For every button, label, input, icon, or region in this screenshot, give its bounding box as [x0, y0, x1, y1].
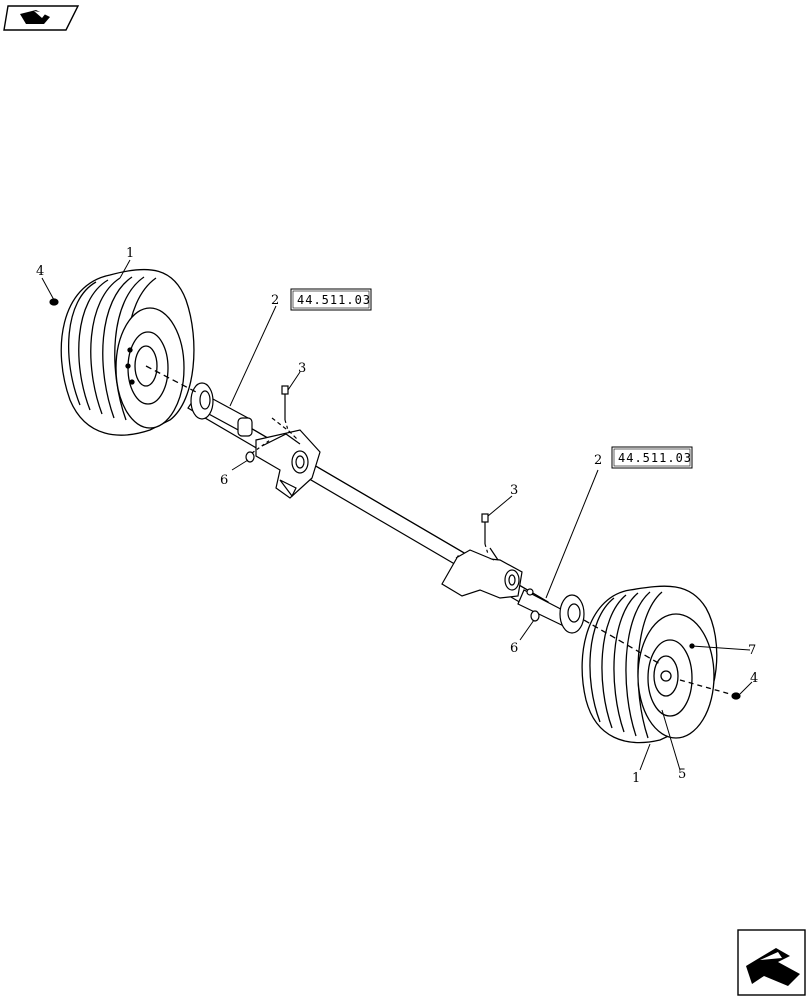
left-bolt	[281, 385, 289, 431]
callout-7: 7	[748, 643, 756, 658]
callout-6-right: 6	[510, 641, 518, 656]
callout-3-right: 3	[510, 483, 518, 498]
reference-link-right[interactable]: 44.511.03	[611, 446, 693, 469]
right-bolt	[481, 513, 489, 555]
left-wheel	[60, 268, 197, 436]
leader-lines	[41, 259, 753, 771]
callout-4-left: 4	[36, 264, 44, 279]
callout-2-left: 2	[271, 293, 279, 308]
previous-page-icon[interactable]	[3, 5, 80, 31]
left-nut	[245, 439, 271, 463]
callout-3-left: 3	[298, 361, 306, 376]
callout-5: 5	[678, 767, 686, 782]
callout-2-right: 2	[594, 453, 602, 468]
right-hub	[517, 588, 585, 634]
left-hub	[190, 382, 253, 437]
right-wheel	[581, 585, 731, 744]
next-page-icon[interactable]	[737, 929, 806, 996]
reference-link-left[interactable]: 44.511.03	[290, 288, 372, 311]
callout-1-left: 1	[126, 246, 134, 261]
reference-label-left: 44.511.03	[297, 293, 371, 307]
right-nut	[530, 610, 540, 622]
callout-1-right: 1	[632, 771, 640, 786]
reference-label-right: 44.511.03	[618, 451, 692, 465]
right-wheel-nut	[731, 692, 741, 700]
callout-6-left: 6	[220, 473, 228, 488]
right-bracket	[441, 547, 523, 599]
callout-4-right: 4	[750, 671, 758, 686]
left-bracket	[255, 417, 321, 499]
